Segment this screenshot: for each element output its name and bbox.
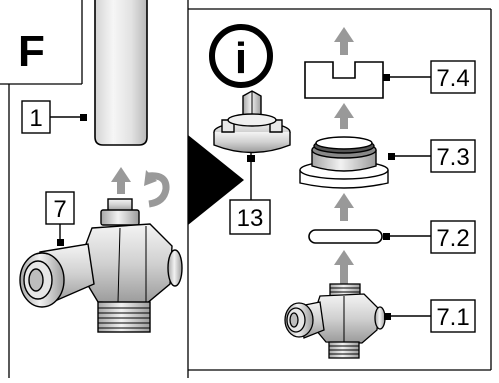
label-insert-text: 7.3 (436, 144, 469, 171)
up-arrow-icon (334, 193, 354, 221)
label-insert: 7.3 (388, 139, 476, 173)
tool (213, 90, 291, 154)
info-symbol-text: i (235, 34, 247, 83)
insert (299, 136, 389, 189)
label-tool-text: 13 (237, 205, 264, 232)
angle-valve-left (19, 198, 183, 333)
valve-body (284, 283, 386, 359)
rotate-arrow-icon (144, 170, 170, 208)
label-tool: 13 (229, 152, 271, 235)
panel-frames (0, 0, 492, 378)
exploded-arrows (334, 27, 354, 286)
info-icon: i (209, 24, 273, 88)
up-arrow-icon (334, 103, 354, 129)
up-arrow-icon (334, 27, 354, 55)
cap (304, 61, 384, 99)
up-arrow-icon (334, 250, 354, 286)
label-o-ring: 7.2 (383, 220, 476, 254)
section-letter: F (18, 27, 45, 76)
label-valve: 7 (45, 191, 75, 246)
label-valve-body-text: 7.1 (436, 304, 469, 331)
pointer-triangle-icon (188, 135, 244, 225)
up-arrow-icon (111, 167, 131, 194)
label-pipe-text: 1 (29, 105, 42, 132)
label-cap: 7.4 (383, 60, 476, 94)
pipe (94, 0, 148, 146)
label-valve-text: 7 (53, 196, 66, 223)
label-cap-text: 7.4 (436, 65, 469, 92)
o-ring (308, 229, 383, 244)
label-o-ring-text: 7.2 (436, 225, 469, 252)
label-valve-body: 7.1 (384, 299, 476, 333)
label-pipe: 1 (21, 100, 87, 134)
